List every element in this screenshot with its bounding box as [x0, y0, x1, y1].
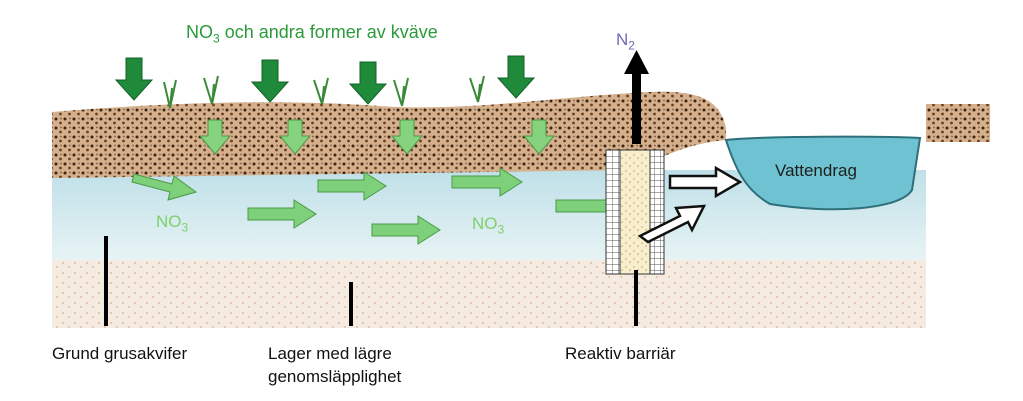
no3-label-right: NO3 — [472, 214, 505, 237]
nitrogen-input-title: NO3 och andra former av kväve — [186, 22, 438, 46]
right-arrow-icon — [317, 171, 387, 201]
grass-icons — [163, 75, 485, 109]
n2-up-arrow-icon — [624, 50, 649, 144]
down-arrow-icon — [496, 55, 536, 99]
no3-label-left: NO3 — [156, 212, 189, 235]
caption-line: Lager med lägre — [268, 344, 392, 363]
down-arrow-icon — [348, 61, 388, 105]
right-arrow-icon — [131, 173, 198, 201]
stream-water — [724, 135, 922, 211]
grass-icon — [163, 79, 177, 109]
right-arrow-icon — [668, 165, 743, 199]
caption-aquifer: Grund grusakvifer — [52, 344, 188, 363]
caption-low-permeability: Lager med lägre genomsläpplighet — [268, 342, 401, 388]
grass-icon — [203, 75, 219, 105]
down-arrow-icon — [250, 59, 290, 103]
grass-icon — [393, 77, 409, 107]
up-right-arrow-icon — [637, 204, 707, 244]
indicator-lines — [104, 236, 638, 326]
right-arrow-icon — [247, 199, 317, 229]
down-arrow-icon — [278, 119, 312, 155]
down-arrow-icon — [522, 119, 556, 155]
stream-label: Vattendrag — [775, 161, 857, 180]
outflow-arrows — [637, 165, 743, 244]
right-arrow-icon — [451, 167, 523, 197]
down-arrow-icon — [114, 57, 154, 101]
nitrogen-input-arrows — [114, 55, 536, 105]
reactive-barrier — [605, 149, 665, 275]
grass-icon — [313, 77, 329, 105]
soil-bank-right — [926, 104, 990, 142]
n2-label: N2 — [616, 30, 635, 53]
grass-icon — [469, 75, 485, 103]
down-arrow-icon — [390, 119, 424, 155]
leaching-arrows — [198, 119, 556, 155]
soil-layer — [52, 91, 726, 178]
caption-line: genomsläpplighet — [268, 367, 402, 386]
caption-barrier: Reaktiv barriär — [565, 344, 676, 363]
down-arrow-icon — [198, 119, 232, 155]
low-permeability-layer — [52, 256, 926, 328]
right-arrow-icon — [371, 215, 441, 245]
